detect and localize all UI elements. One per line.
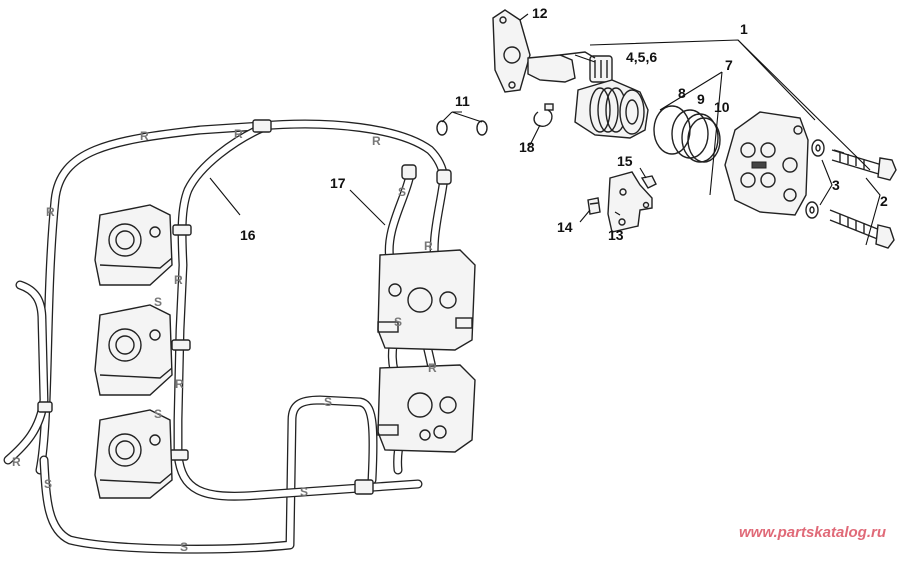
part-2-bolts [829, 149, 897, 249]
callout-17: 17 [330, 175, 346, 191]
callout-10: 10 [714, 99, 730, 115]
hose-letter-r: R [46, 205, 55, 219]
callout-18: 18 [519, 139, 535, 155]
callout-13: 13 [608, 227, 624, 243]
hose-letter-r: R [175, 377, 184, 391]
hose-letter-s: S [180, 540, 188, 554]
return-hose-16 [173, 123, 267, 460]
hose-letter-r: R [234, 127, 243, 141]
callout-11: 11 [455, 93, 470, 109]
left-bank-caliper-top [94, 204, 173, 286]
callout-4-5-6: 4,5,6 [626, 49, 657, 65]
leader-lines [209, 13, 881, 246]
hose-letter-s: S [154, 407, 162, 421]
part-18-hose-clip [533, 103, 554, 127]
hose-letter-r: R [424, 239, 433, 253]
callout-12: 12 [532, 5, 548, 21]
hose-letter-s: S [394, 315, 402, 329]
part-14-screw [587, 197, 601, 215]
left-bank-caliper-bottom [94, 409, 173, 499]
part-15-nut [640, 175, 657, 189]
hose-letter-r: R [140, 129, 149, 143]
part-11-o-rings [436, 120, 488, 136]
supply-hose-outer-loop [39, 395, 378, 554]
hose-letter-s: S [300, 485, 308, 499]
callout-8: 8 [678, 85, 686, 101]
hose-letter-r: R [174, 273, 183, 287]
hose-letter-r: R [372, 134, 381, 148]
hose-letter-s: S [324, 395, 332, 409]
hose-letter-r: R [12, 455, 21, 469]
hose-letter-s: S [154, 295, 162, 309]
callout-16: 16 [240, 227, 256, 243]
callout-7: 7 [725, 57, 733, 73]
watermark: www.partskatalog.ru [739, 524, 886, 541]
part-3-washers [805, 139, 825, 219]
hose-letters: R R R R R R R R R S S S S S S S S [12, 127, 437, 554]
right-bank-caliper-upper [377, 249, 476, 351]
callout-2: 2 [880, 193, 888, 209]
part-12-gasket [492, 9, 531, 93]
master-cylinder-body [574, 79, 649, 139]
right-bank-caliper-lower [377, 364, 476, 453]
left-stub-hose [3, 280, 49, 465]
callout-3: 3 [832, 177, 840, 193]
part-4-5-6-bracket [527, 51, 613, 83]
callout-1: 1 [740, 21, 748, 37]
callout-9: 9 [697, 91, 705, 107]
supply-hose-lower [173, 450, 423, 501]
left-bank-caliper-middle [94, 304, 173, 396]
part-13-mounting-plate [607, 171, 653, 233]
hose-letter-s: S [398, 185, 406, 199]
callout-15: 15 [617, 153, 633, 169]
parts-8-9-10-seal-rings [653, 105, 721, 163]
callout-labels: 1 2 3 4,5,6 7 8 9 10 11 12 13 14 15 16 1… [240, 5, 888, 243]
hose-letter-r: R [428, 361, 437, 375]
callout-14: 14 [557, 219, 573, 235]
return-hose-left-loop [35, 119, 449, 475]
hose-letter-s: S [44, 477, 52, 491]
caliper-housing-part-1 [724, 111, 809, 216]
